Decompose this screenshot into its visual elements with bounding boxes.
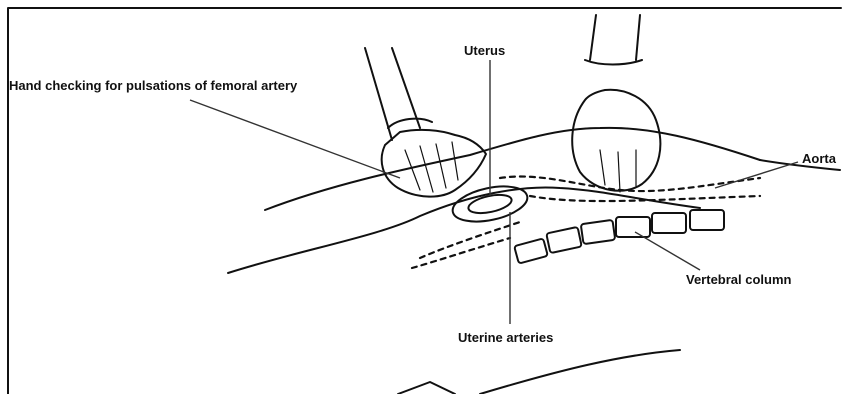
- label-aorta: Aorta: [802, 152, 836, 165]
- vertebra: [652, 213, 686, 233]
- vertebra: [690, 210, 724, 230]
- right-fingers: [600, 150, 636, 192]
- vertebra: [581, 220, 615, 244]
- label-hand-femoral: Hand checking for pulsations of femoral …: [9, 79, 297, 92]
- label-vertebral-column: Vertebral column: [686, 273, 791, 286]
- vertebrae: [514, 210, 724, 264]
- left-cuff: [388, 119, 432, 128]
- leader-vertebral: [635, 232, 700, 270]
- label-uterus: Uterus: [464, 44, 505, 57]
- artery-dashes-left: [420, 222, 520, 258]
- vertebra: [514, 238, 548, 263]
- vertebra: [616, 217, 650, 237]
- right-cuff: [585, 60, 642, 65]
- frame-border: [8, 8, 841, 394]
- leader-aorta: [715, 162, 798, 188]
- right-hand: [572, 90, 660, 191]
- left-forearm: [365, 48, 420, 140]
- body-outline-upper: [265, 128, 760, 210]
- label-uterine-arteries: Uterine arteries: [458, 331, 553, 344]
- aorta-dashes-mid: [530, 196, 760, 201]
- foot-outline: [398, 382, 455, 394]
- right-forearm: [590, 15, 640, 60]
- leader-hand: [190, 100, 400, 178]
- leg-outline: [480, 350, 680, 394]
- vertebra: [546, 227, 581, 253]
